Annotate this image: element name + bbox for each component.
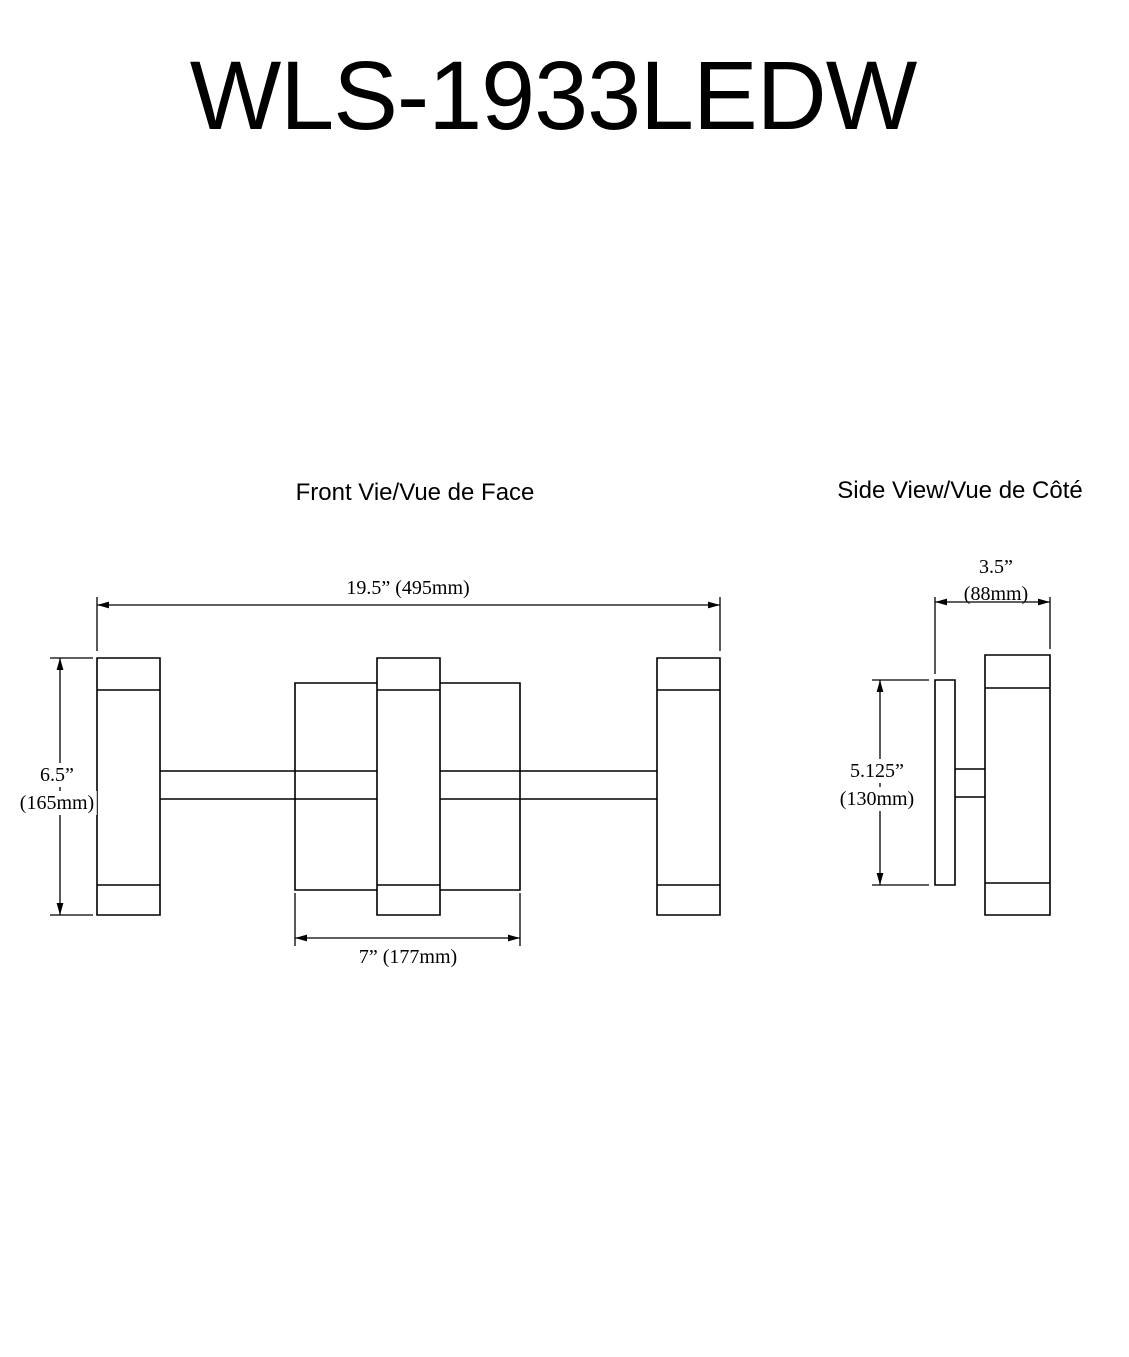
front-left-cylinder — [97, 658, 160, 915]
side-view-drawing — [935, 655, 1050, 915]
front-view-drawing — [97, 658, 720, 915]
side-height-dimension-inches: 5.125” — [847, 759, 907, 783]
page-title: WLS-1933LEDW — [189, 41, 918, 150]
side-view-label: Side View/Vue de Côté — [837, 477, 1083, 504]
side-depth-dimension-mm: (88mm) — [963, 583, 1029, 605]
side-height-dimension-mm: (130mm) — [836, 787, 918, 811]
front-view-label: Front Vie/Vue de Face — [295, 479, 535, 506]
front-height-dimension-inches: 6.5” — [37, 763, 77, 787]
front-dimension-lines — [50, 597, 720, 946]
front-middle-cylinder — [377, 658, 440, 915]
front-right-cylinder — [657, 658, 720, 915]
side-cylinder — [985, 655, 1050, 915]
front-width-dimension: 19.5” (495mm) — [346, 577, 470, 599]
front-height-dimension-mm: (165mm) — [16, 791, 98, 815]
side-backplate — [935, 680, 955, 885]
side-depth-dimension-inches: 3.5” — [979, 556, 1013, 578]
front-backplate-width-dimension: 7” (177mm) — [358, 946, 458, 968]
